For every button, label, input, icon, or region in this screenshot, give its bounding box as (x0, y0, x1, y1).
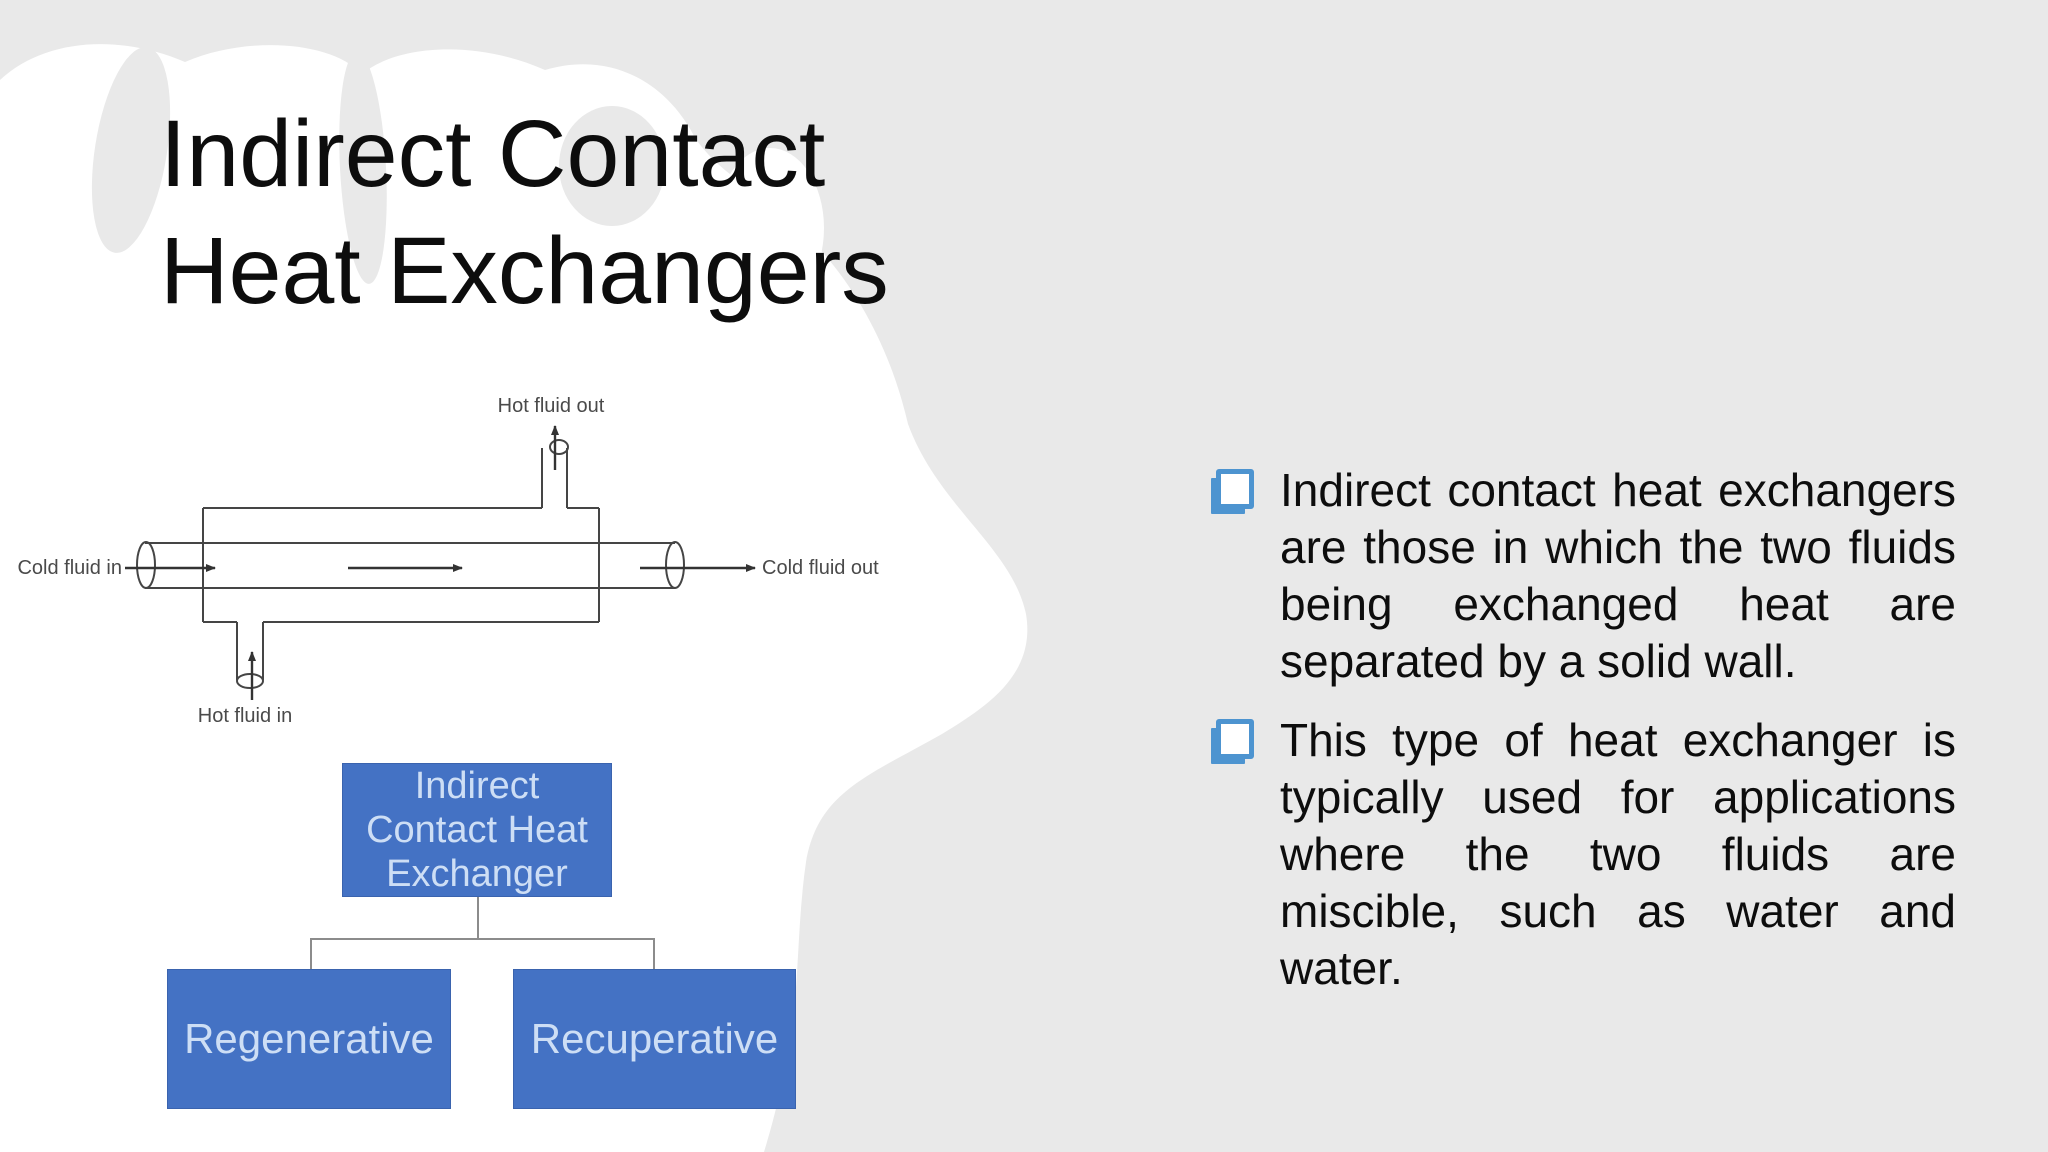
top-pipe-mouth (549, 439, 569, 455)
flowchart-root-line2: Contact Heat (366, 809, 588, 851)
bullet-item-2: This type of heat exchanger is typically… (1216, 712, 1956, 997)
white-blob-satellite (716, 148, 824, 308)
bullet-text-1: Indirect contact heat exchangers are tho… (1280, 464, 1956, 687)
flowchart-root-line3: Exchanger (386, 853, 568, 895)
checkbox-bullet-icon (1216, 719, 1254, 759)
flowchart-recuperative-box: Recuperative (513, 969, 796, 1109)
flowchart-connector-right-stub (653, 938, 655, 970)
blob-hole-right (559, 106, 665, 226)
hot-fluid-out-label: Hot fluid out (498, 395, 605, 417)
hot-fluid-in-label: Hot fluid in (198, 705, 293, 727)
blob-hole-middle (339, 52, 387, 284)
flowchart-connector-horizontal (311, 938, 655, 940)
blob-hole-left (91, 47, 171, 253)
flowchart-regenerative-box: Regenerative (167, 969, 451, 1109)
page-title: Indirect Contact Heat Exchangers (160, 96, 889, 330)
flowchart-connector-left-stub (310, 938, 312, 970)
flowchart-root-line1: Indirect (414, 765, 540, 807)
white-blob (0, 44, 1028, 1152)
flowchart-connector-vertical (477, 897, 479, 939)
bottom-pipe-mouth (236, 673, 264, 689)
flowchart-root-box: Indirect Contact Heat Exchanger (342, 763, 612, 897)
tube-left-mouth (136, 541, 156, 589)
tube-right-mouth (665, 541, 685, 589)
page-title-line2: Heat Exchangers (160, 218, 889, 324)
bullet-text-2: This type of heat exchanger is typically… (1280, 714, 1956, 994)
bullet-list: Indirect contact heat exchangers are tho… (1216, 462, 1956, 997)
bullet-item-1: Indirect contact heat exchangers are tho… (1216, 462, 1956, 690)
checkbox-bullet-icon (1216, 469, 1254, 509)
cold-fluid-in-label: Cold fluid in (17, 557, 122, 579)
cold-fluid-out-label: Cold fluid out (762, 557, 879, 579)
heat-exchanger-diagram: Hot fluid out Cold fluid in Cold fluid o… (17, 395, 879, 727)
page-title-line1: Indirect Contact (160, 101, 826, 207)
